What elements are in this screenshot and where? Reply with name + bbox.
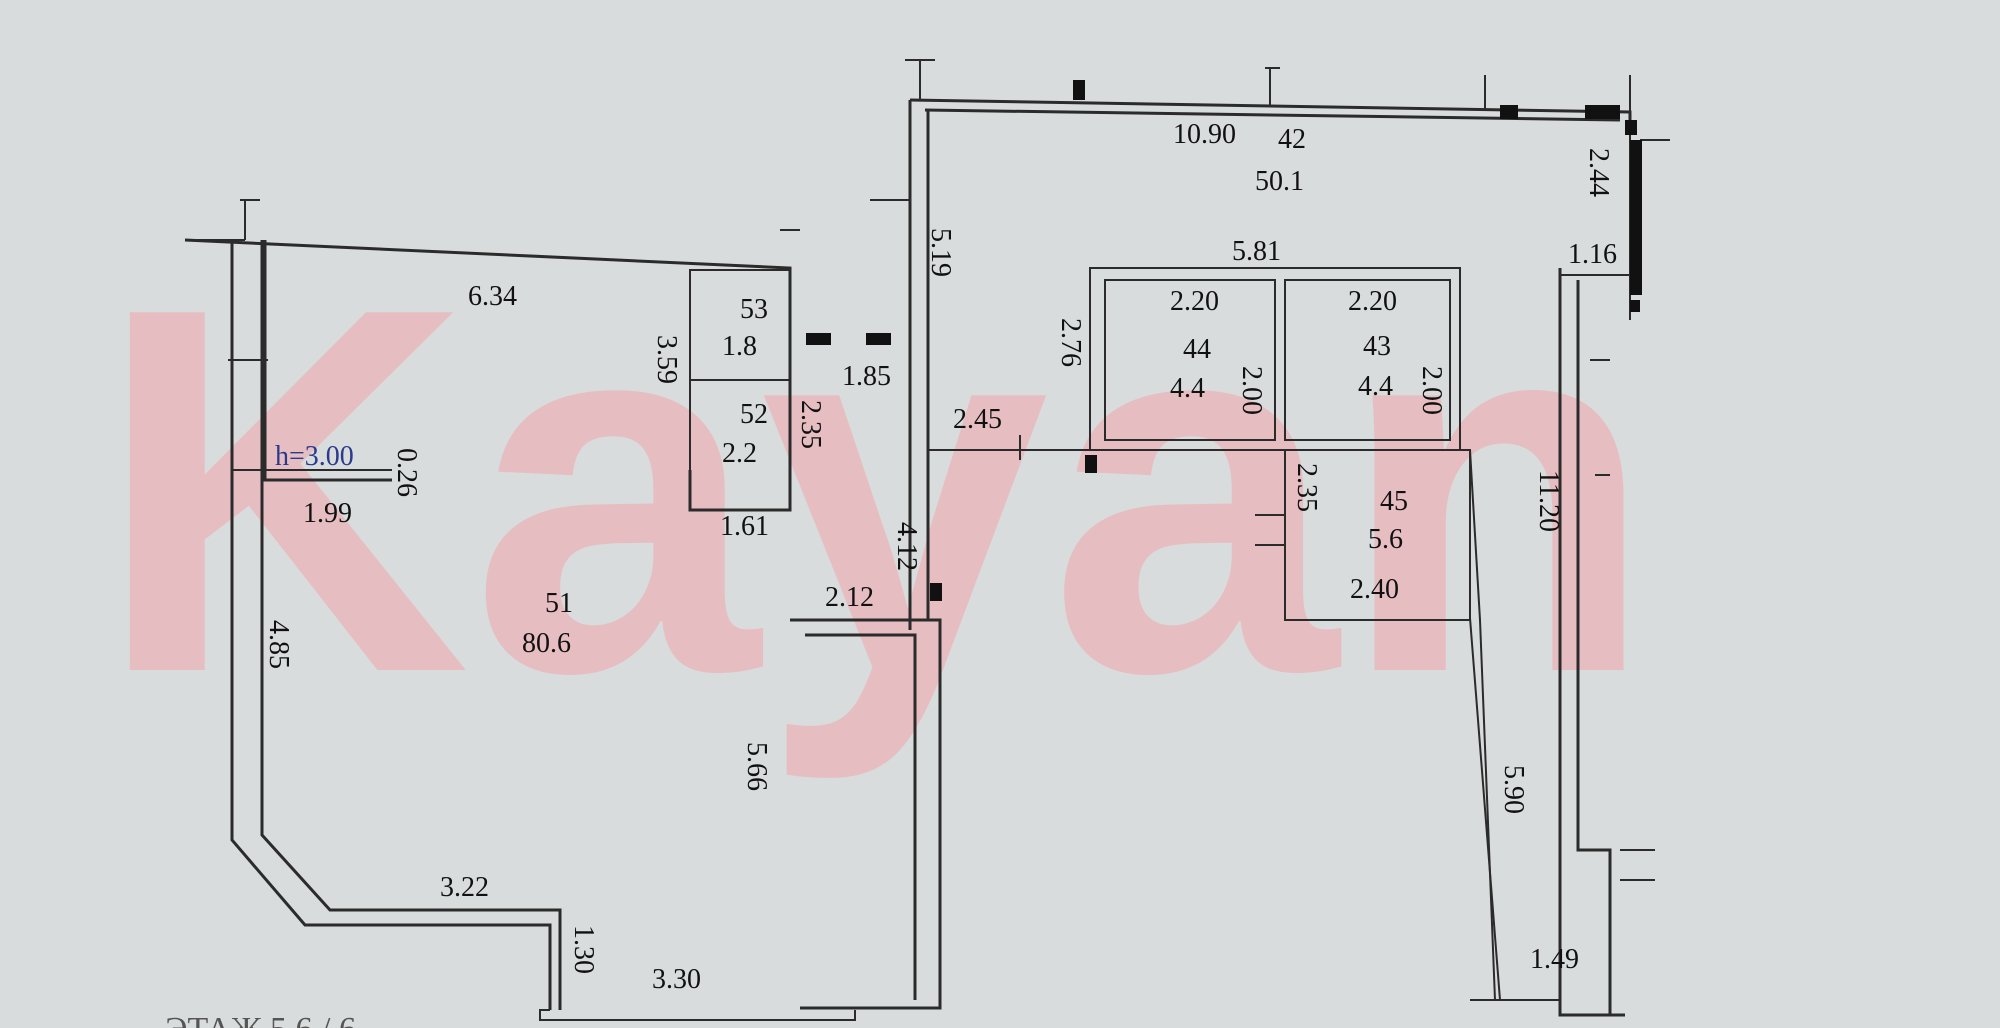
dim-label: 3.30: [652, 964, 701, 995]
room-area-44: 4.4: [1170, 373, 1205, 404]
room-area-53: 1.8: [722, 331, 757, 362]
room-number-44: 44: [1183, 334, 1211, 365]
dim-label: 2.00: [1236, 366, 1267, 415]
dim-label: 2.00: [1416, 366, 1447, 415]
room-number-51: 51: [545, 588, 573, 619]
dim-label: 2.40: [1350, 574, 1399, 605]
dim-label: 1.30: [568, 925, 599, 974]
room-number-53: 53: [740, 294, 768, 325]
room-number-42: 42: [1278, 124, 1306, 155]
walls-left-unit: [184, 238, 942, 1021]
dim-label: 2.20: [1170, 286, 1219, 317]
room-area-45: 5.6: [1368, 524, 1403, 555]
dim-label: 1.16: [1568, 239, 1617, 270]
footer-text: ЭТАЖ 5 6 / 6: [165, 1011, 356, 1028]
dim-label: 2.44: [1583, 148, 1614, 197]
dim-label: 1.49: [1530, 944, 1579, 975]
dim-label: 3.22: [440, 872, 489, 903]
dim-label: 5.66: [741, 742, 772, 791]
room-number-45: 45: [1380, 486, 1408, 517]
dim-label: 4.85: [263, 620, 294, 669]
room-area-51: 80.6: [522, 628, 571, 659]
dim-label: 0.26: [391, 448, 422, 497]
dim-label: 4.12: [891, 522, 922, 571]
dim-label: 2.45: [953, 404, 1002, 435]
black-wall-segments: [806, 80, 1642, 601]
dim-label: 2.20: [1348, 286, 1397, 317]
dim-label: 2.76: [1055, 318, 1086, 367]
room-number-52: 52: [740, 399, 768, 430]
dim-label: 2.35: [795, 400, 826, 449]
dim-label: 1.85: [842, 361, 891, 392]
watermark: Kayan: [95, 200, 1656, 784]
room-area-42: 50.1: [1255, 166, 1304, 197]
dim-label: 3.59: [651, 335, 682, 384]
room-labels: 42 50.1 43 4.4 44 4.4 45 5.6 51 80.6 52 …: [522, 124, 1408, 659]
dim-label: 10.90: [1173, 119, 1236, 150]
dim-label: 2.35: [1291, 463, 1322, 512]
dim-label: 2.12: [825, 582, 874, 613]
room-area-52: 2.2: [722, 438, 757, 469]
dim-label: 1.99: [303, 498, 352, 529]
room-area-43: 4.4: [1358, 371, 1393, 402]
dim-label: 5.81: [1232, 236, 1281, 267]
room-number-43: 43: [1363, 331, 1391, 362]
dim-label: 5.90: [1498, 765, 1529, 814]
ceiling-height-label: h=3.00: [275, 441, 354, 472]
dim-label: 11.20: [1533, 470, 1564, 532]
dim-label: 1.61: [720, 511, 769, 542]
dim-label: 5.19: [925, 228, 956, 277]
dimension-labels: 10.90 2.44 1.16 5.19 5.81 2.20 2.20 2.76…: [263, 119, 1617, 995]
dim-label: 6.34: [468, 281, 517, 312]
